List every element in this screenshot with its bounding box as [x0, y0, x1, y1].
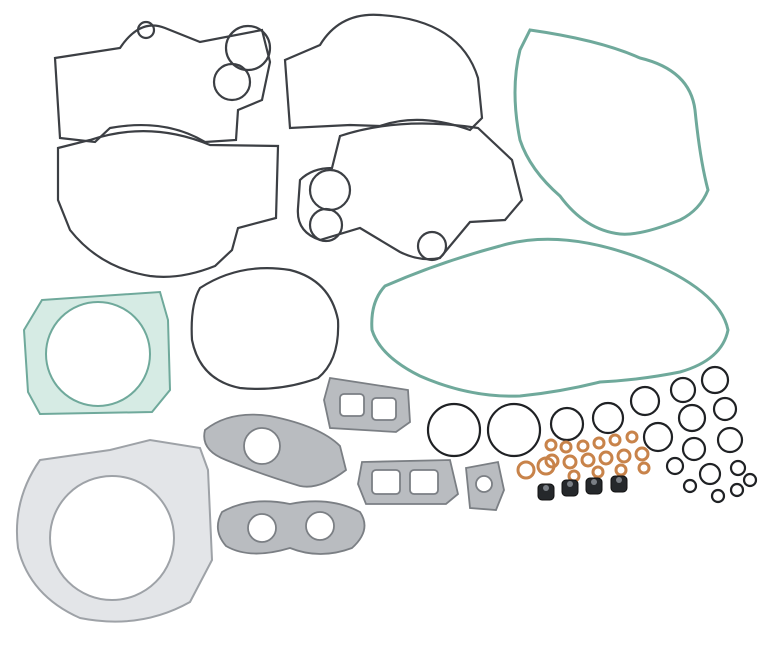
- clutch-cover-gasket: [513, 28, 710, 236]
- o-ring-set: [426, 365, 758, 504]
- valve-stem-seal-set: [537, 475, 628, 501]
- ignition-cover-gasket: [370, 237, 730, 398]
- exhaust-manifold-gasket: [216, 500, 366, 555]
- right-crankcase-gasket: [283, 13, 524, 262]
- valve-cover-gasket-lower: [357, 459, 460, 505]
- cylinder-head-gasket: [15, 438, 214, 623]
- left-crankcase-gasket: [53, 20, 280, 278]
- water-pump-cover-gasket: [190, 267, 340, 390]
- small-flange-gasket: [465, 460, 505, 511]
- thermostat-housing-gasket: [203, 413, 348, 488]
- valve-cover-gasket-upper: [323, 376, 411, 433]
- cylinder-base-gasket: [22, 290, 172, 416]
